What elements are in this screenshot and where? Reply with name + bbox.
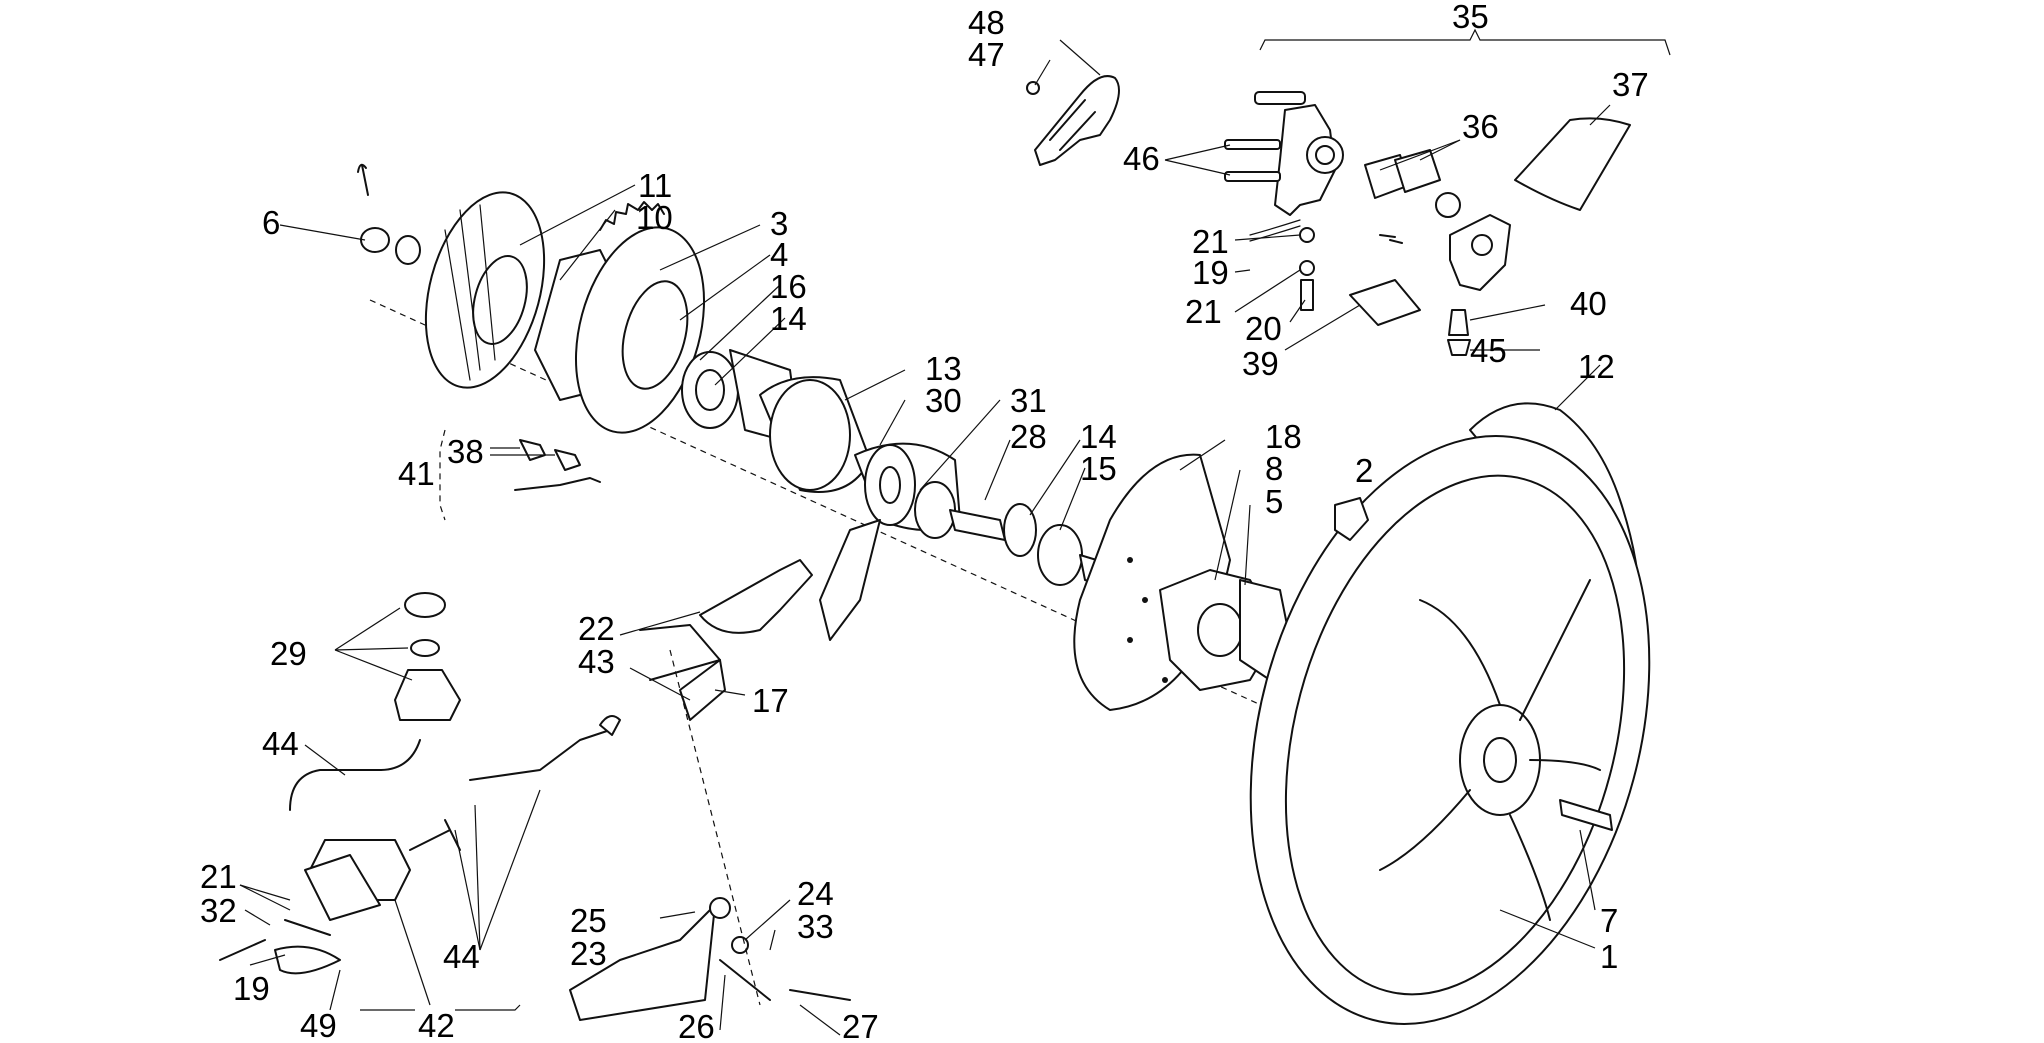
callout-43: 43 bbox=[578, 643, 615, 680]
callout-30: 30 bbox=[925, 382, 962, 419]
callout-2: 2 bbox=[1355, 452, 1373, 489]
callout-25: 25 bbox=[570, 902, 607, 939]
callout-11: 11 bbox=[638, 167, 672, 204]
callout-17: 17 bbox=[752, 682, 789, 719]
callout-27: 27 bbox=[842, 1008, 879, 1043]
bracket-part bbox=[699, 559, 813, 634]
callout-40: 40 bbox=[1570, 285, 1607, 322]
callout-18: 18 bbox=[1265, 418, 1302, 455]
callout-36: 36 bbox=[1462, 108, 1499, 145]
callout-24: 24 bbox=[797, 875, 834, 912]
callout-41: 41 bbox=[398, 455, 435, 492]
callout-7: 7 bbox=[1600, 902, 1618, 939]
callout-49: 49 bbox=[300, 1007, 337, 1043]
callout-38: 38 bbox=[447, 433, 484, 470]
callout-37: 37 bbox=[1612, 66, 1649, 103]
callout-4: 4 bbox=[770, 236, 788, 273]
hub-spacer-swingarm bbox=[759, 376, 1136, 641]
callout-1: 1 bbox=[1600, 938, 1618, 975]
cap-part bbox=[1334, 497, 1369, 541]
callout-19-upper: 19 bbox=[1192, 254, 1229, 291]
callout-47: 47 bbox=[968, 36, 1005, 73]
callout-22: 22 bbox=[578, 610, 615, 647]
callout-28: 28 bbox=[1010, 418, 1047, 455]
callout-21-lower: 21 bbox=[200, 858, 237, 895]
callout-35: 35 bbox=[1452, 0, 1489, 35]
callout-29: 29 bbox=[270, 635, 307, 672]
callout-8: 8 bbox=[1265, 450, 1283, 487]
callout-5: 5 bbox=[1265, 483, 1283, 520]
callout-23: 23 bbox=[570, 935, 607, 972]
callout-13: 13 bbox=[925, 350, 962, 387]
callout-44-upper: 44 bbox=[262, 725, 299, 762]
callout-6: 6 bbox=[262, 204, 280, 241]
brake-master-cylinder-group bbox=[219, 592, 851, 1021]
callout-48: 48 bbox=[968, 4, 1005, 41]
callout-21-upper: 21 bbox=[1192, 223, 1229, 260]
brake-disc-group bbox=[1073, 453, 1291, 711]
callout-20: 20 bbox=[1245, 310, 1282, 347]
callout-14-right: 14 bbox=[1080, 418, 1117, 455]
sprocket-hub-group bbox=[357, 163, 801, 446]
callout-14-left: 14 bbox=[770, 300, 807, 337]
callout-45: 45 bbox=[1470, 332, 1507, 369]
cloth-part bbox=[1514, 117, 1631, 211]
callout-labels: 48 47 35 37 36 46 21 19 21 20 39 40 45 1… bbox=[200, 0, 1649, 1043]
leader-lines bbox=[239, 28, 1671, 1036]
callout-32: 32 bbox=[200, 892, 237, 929]
callout-12: 12 bbox=[1578, 348, 1615, 385]
callout-26: 26 bbox=[678, 1008, 715, 1043]
chain-link-part bbox=[514, 439, 601, 491]
callout-16: 16 bbox=[770, 268, 807, 305]
callout-46: 46 bbox=[1123, 140, 1160, 177]
callout-44-lower: 44 bbox=[443, 938, 480, 975]
wheel-fender-group bbox=[1249, 402, 1651, 1025]
callout-21-mid: 21 bbox=[1185, 293, 1222, 330]
callout-33: 33 bbox=[797, 908, 834, 945]
callout-10: 10 bbox=[636, 199, 673, 236]
callout-19-lower: 19 bbox=[233, 970, 270, 1007]
callout-39: 39 bbox=[1242, 345, 1279, 382]
callout-3: 3 bbox=[770, 205, 788, 242]
chain-guide-part bbox=[1026, 75, 1120, 166]
callout-42: 42 bbox=[418, 1007, 455, 1043]
callout-15: 15 bbox=[1080, 450, 1117, 487]
callout-31: 31 bbox=[1010, 382, 1047, 419]
brake-caliper-group bbox=[1224, 91, 1511, 356]
